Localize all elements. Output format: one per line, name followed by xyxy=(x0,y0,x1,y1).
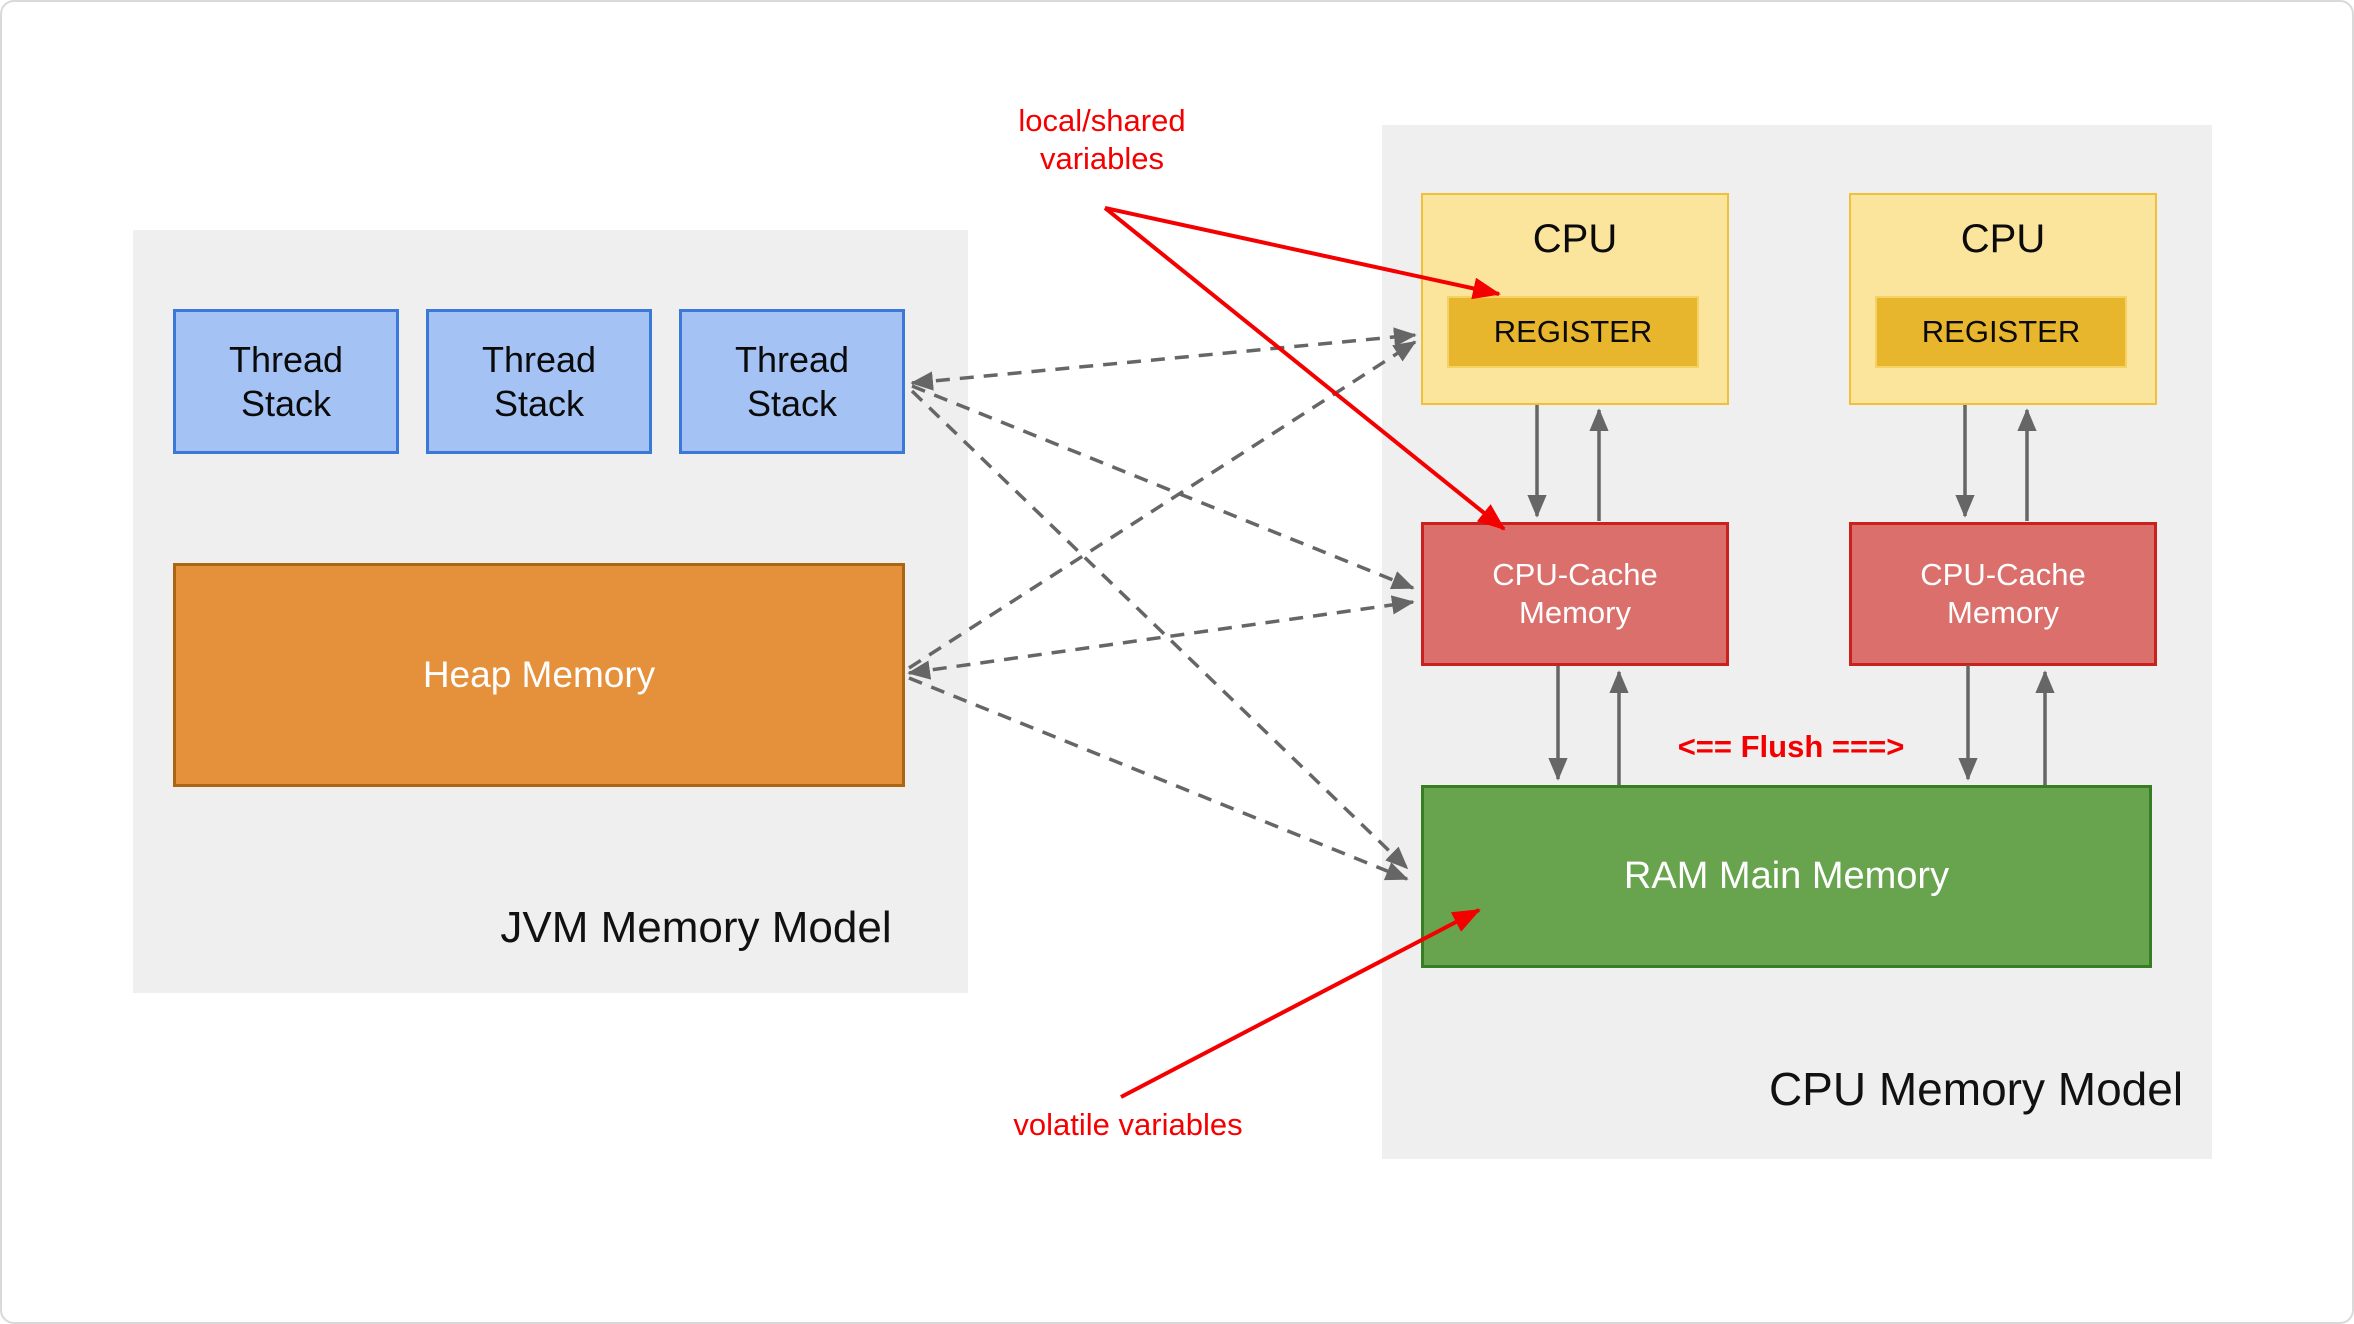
cpu-cache-box-2: CPU-Cache Memory xyxy=(1849,522,2157,666)
dashed-thread-cache-link xyxy=(911,384,1415,590)
thread-stack-box-1: Thread Stack xyxy=(173,309,399,454)
cpu-box-2: CPU REGISTER xyxy=(1849,193,2157,405)
thread-stack-box-2: Thread Stack xyxy=(426,309,652,454)
thread-stack-label: Thread Stack xyxy=(481,338,597,424)
cache-label-line1: CPU-Cache xyxy=(1920,557,2086,592)
thread-stack-label: Thread Stack xyxy=(228,338,344,424)
dashed-thread-register-link xyxy=(910,327,1417,391)
local-shared-line1: local/shared xyxy=(1018,103,1186,138)
dashed-heap-ram-link xyxy=(908,676,1409,881)
register-label: REGISTER xyxy=(1921,314,2081,349)
cache-label-line1: CPU-Cache xyxy=(1492,557,1658,592)
local-shared-line2: variables xyxy=(1039,141,1165,176)
cpu-box-1: CPU REGISTER xyxy=(1421,193,1729,405)
thread-stack-label: Thread Stack xyxy=(734,338,850,424)
dashed-thread-ram-link xyxy=(910,389,1409,870)
thread-stack-box-3: Thread Stack xyxy=(679,309,905,454)
cache-label-line2: Memory xyxy=(1519,595,1631,630)
register-box-1: REGISTER xyxy=(1447,296,1699,368)
cpu-panel-title: CPU Memory Model xyxy=(1768,1063,2184,1115)
cpu-label: CPU xyxy=(1960,217,2046,261)
ram-main-memory-box: RAM Main Memory xyxy=(1421,785,2152,968)
ram-label: RAM Main Memory xyxy=(1623,855,1950,897)
jvm-panel-title: JVM Memory Model xyxy=(500,903,892,952)
dashed-heap-cache-link xyxy=(907,595,1415,680)
register-label: REGISTER xyxy=(1493,314,1653,349)
local-shared-variables-annotation: local/shared variables xyxy=(952,102,1252,178)
cache-label-line2: Memory xyxy=(1947,595,2059,630)
heap-memory-label: Heap Memory xyxy=(422,654,656,695)
cpu-cache-box-1: CPU-Cache Memory xyxy=(1421,522,1729,666)
dashed-heap-register-link xyxy=(908,340,1417,670)
volatile-variables-annotation: volatile variables xyxy=(1013,1107,1243,1142)
heap-memory-box: Heap Memory xyxy=(173,563,905,787)
flush-annotation: <== Flush ===> xyxy=(1677,729,1905,764)
cpu-label: CPU xyxy=(1532,217,1618,261)
register-box-2: REGISTER xyxy=(1875,296,2127,368)
